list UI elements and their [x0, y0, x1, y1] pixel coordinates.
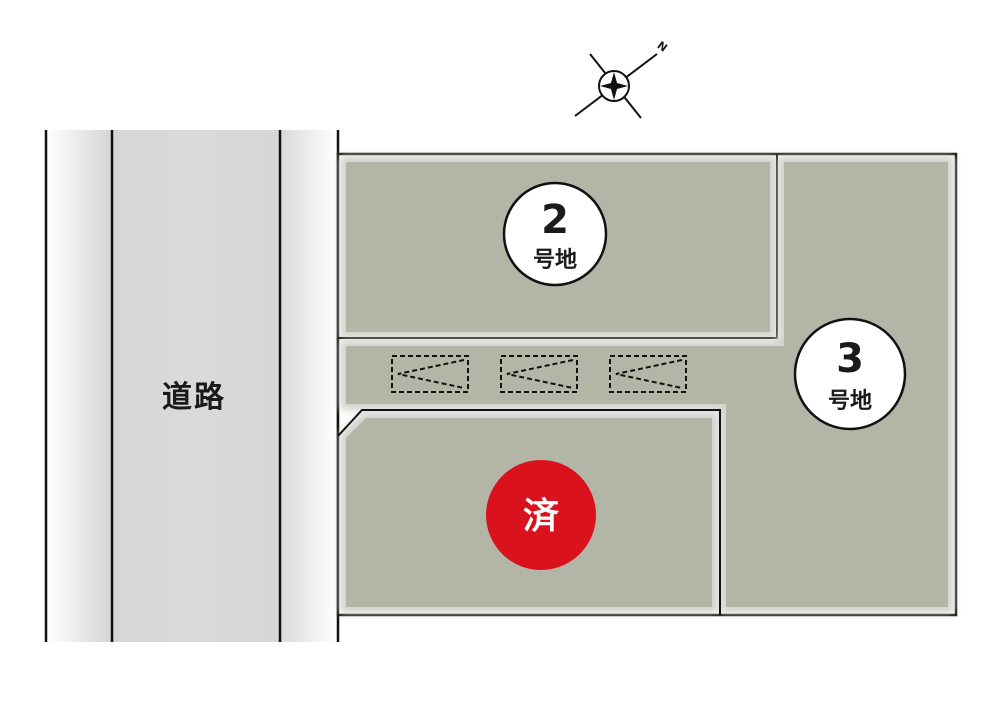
road: 道路 — [44, 130, 340, 642]
sold-badge: 済 — [486, 460, 596, 570]
lot-3-number: 3 — [836, 336, 864, 382]
lot-3-label[interactable]: 3 号地 — [793, 317, 907, 431]
road-label: 道路 — [162, 380, 226, 415]
north-compass-icon: N — [574, 39, 670, 119]
parking-spaces — [391, 355, 687, 393]
parking-space-icon — [391, 355, 469, 393]
sold-badge-circle — [486, 460, 596, 570]
lot-3-suffix: 号地 — [828, 389, 872, 414]
lot-3-parcel[interactable] — [340, 156, 954, 613]
lot-3-badge — [793, 317, 907, 431]
compass-north-label: N — [655, 39, 670, 55]
lot-2-border — [338, 154, 778, 339]
lot-2-badge — [502, 181, 608, 287]
lot-3-area — [346, 162, 948, 607]
lot-2-suffix: 号地 — [533, 248, 577, 273]
lot-2-number: 2 — [541, 197, 569, 243]
lot-1-border — [337, 409, 721, 615]
parking-space-icon — [500, 355, 578, 393]
road-surface — [46, 130, 338, 642]
sold-badge-label: 済 — [523, 496, 559, 537]
parking-space-icon — [609, 355, 687, 393]
lot-2-label[interactable]: 2 号地 — [502, 181, 608, 287]
